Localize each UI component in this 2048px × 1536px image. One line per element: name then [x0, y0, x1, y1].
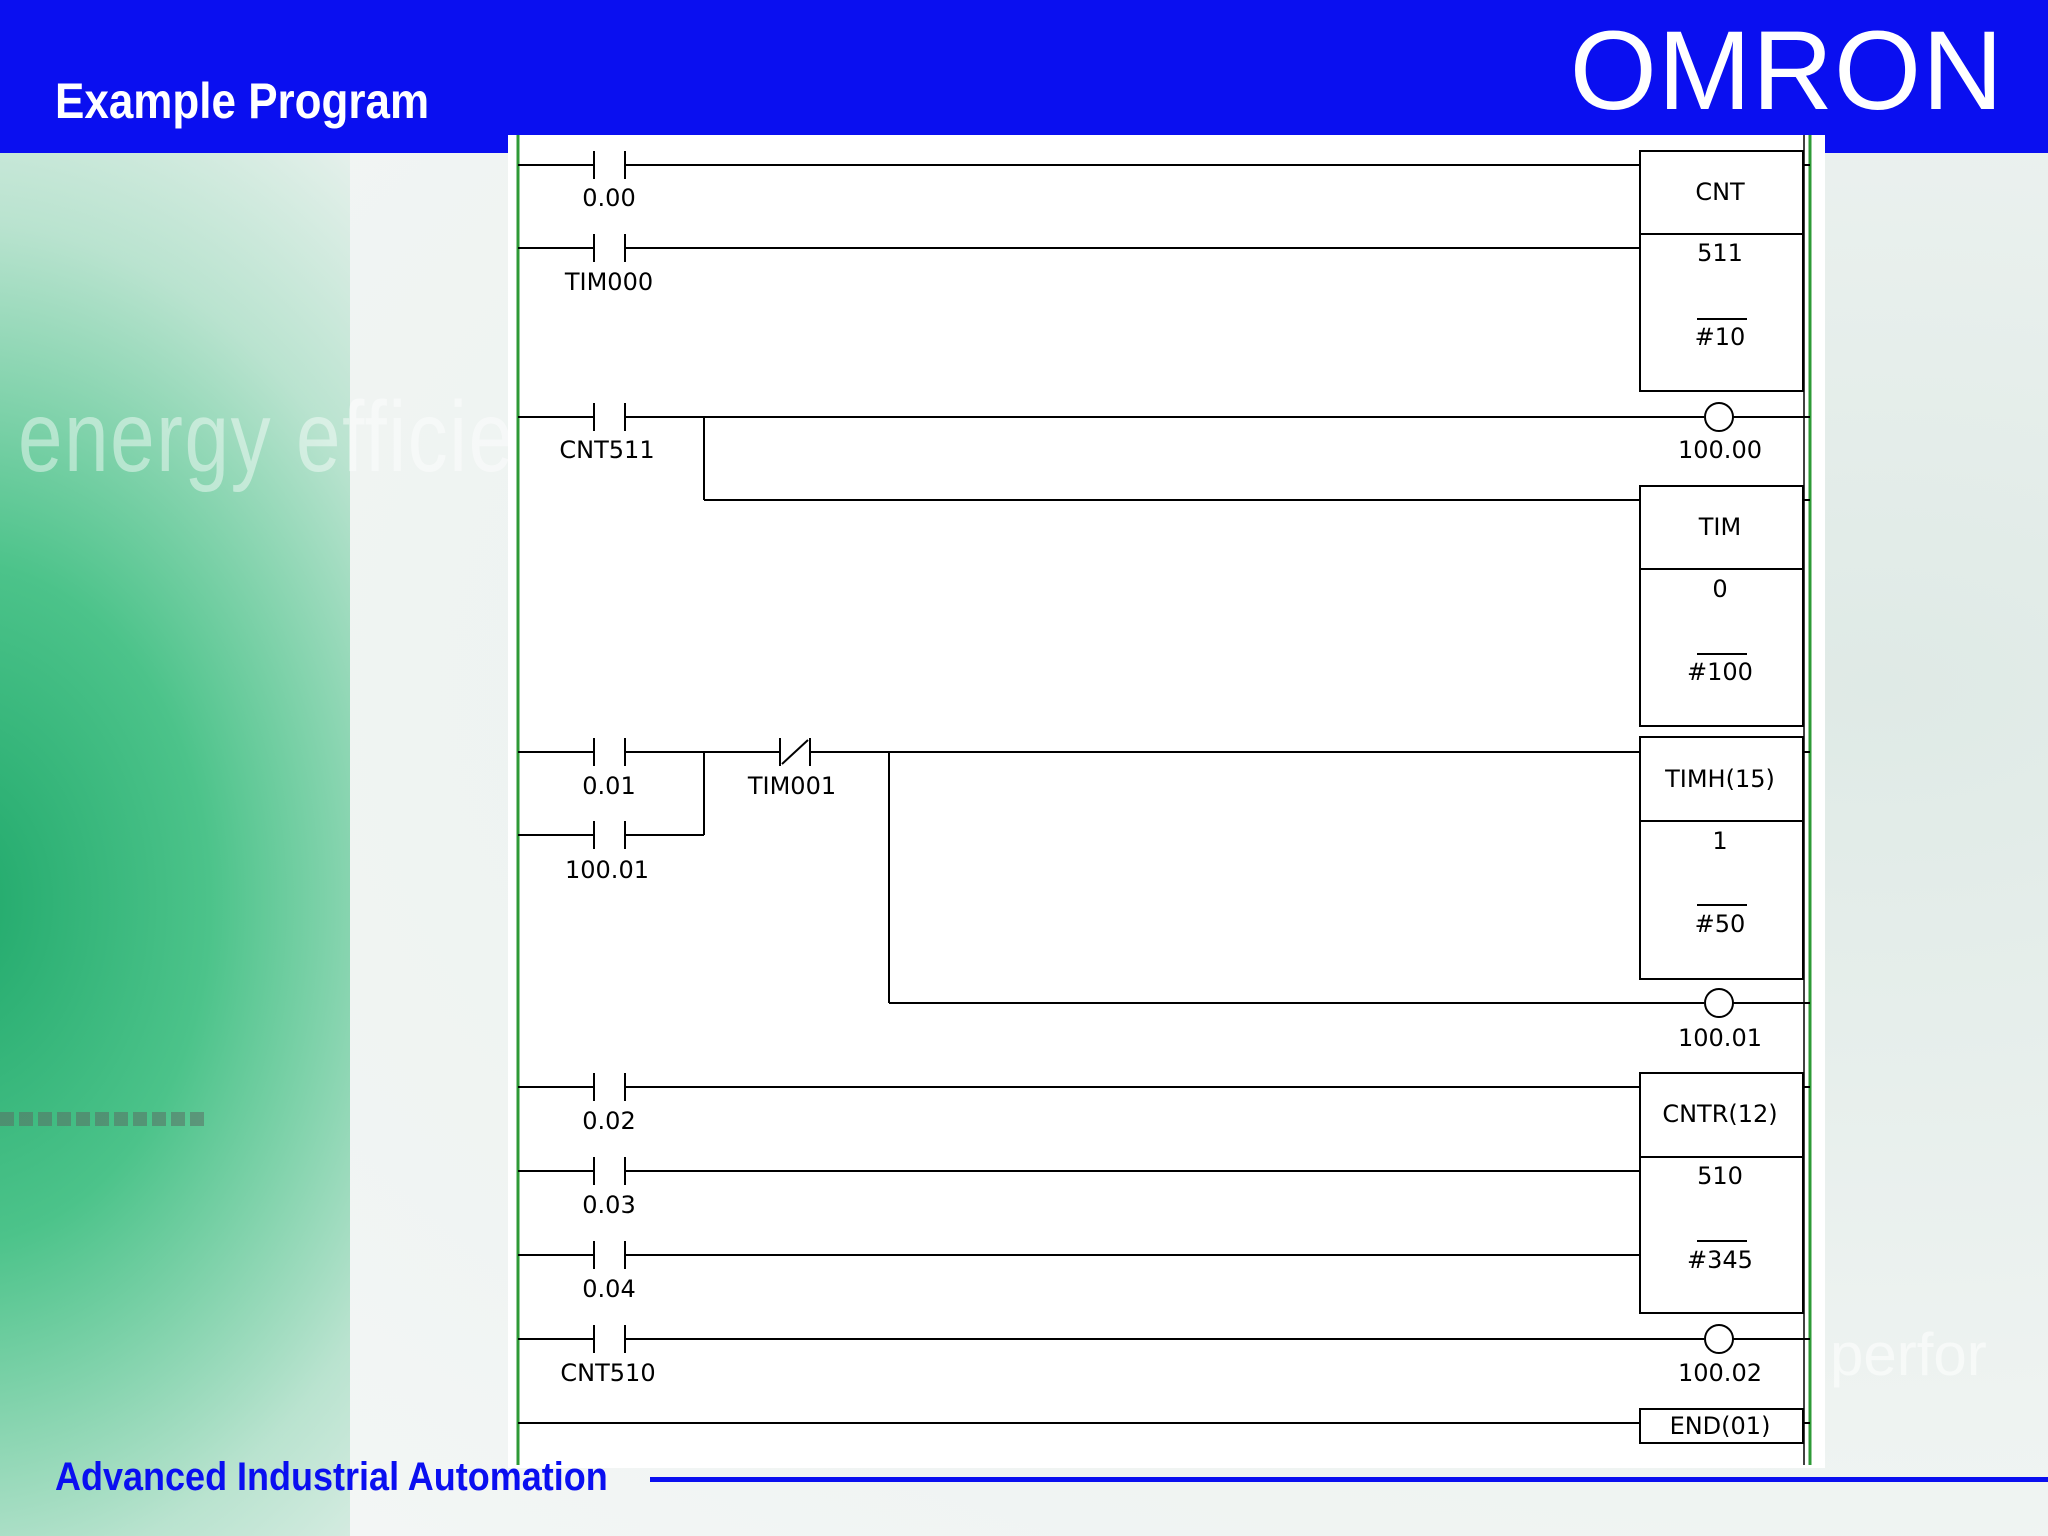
block-number: 511: [1697, 239, 1743, 267]
coil-100-02: [1704, 1324, 1734, 1354]
footer-line: [650, 1477, 2048, 1482]
tim-block: [1639, 485, 1804, 727]
block-name: TIMH(15): [1664, 765, 1775, 793]
block-setting: #345: [1687, 1246, 1753, 1274]
cnt-block: [1639, 150, 1804, 392]
contact-label: 0.02: [582, 1107, 635, 1135]
contact-label: 0.04: [582, 1275, 635, 1303]
block-setting: #10: [1695, 323, 1746, 351]
coil-100-01: [1704, 988, 1734, 1018]
block-number: 1: [1712, 827, 1727, 855]
contact-label: CNT511: [559, 436, 654, 464]
footer-text: Advanced Industrial Automation: [55, 1455, 608, 1499]
cntr-block: [1639, 1072, 1804, 1314]
contact-label: 0.00: [582, 184, 635, 212]
omron-logo: OMRON: [1569, 8, 2004, 133]
block-setting: #50: [1695, 910, 1746, 938]
coil-100-00: [1704, 402, 1734, 432]
coil-label: 100.00: [1678, 436, 1762, 464]
ladder-diagram: 0.00 TIM000 CNT511 0.01 100.01 TIM001 0.…: [516, 135, 1812, 1465]
ladder-diagram-panel: 0.00 TIM000 CNT511 0.01 100.01 TIM001 0.…: [508, 135, 1825, 1468]
dashed-decoration: [0, 1112, 205, 1126]
ghost-watermark-text-2: perfor: [1830, 1321, 1987, 1388]
page-title: Example Program: [55, 73, 430, 129]
block-name: TIM: [1698, 513, 1741, 541]
block-setting: #100: [1687, 658, 1753, 686]
block-name: END(01): [1670, 1412, 1771, 1440]
coil-label: 100.01: [1678, 1024, 1762, 1052]
contact-label: 100.01: [565, 856, 649, 884]
end-block: [1639, 1408, 1804, 1444]
contact-label: CNT510: [560, 1359, 655, 1387]
contact-label: TIM001: [747, 772, 836, 800]
block-name: CNT: [1695, 178, 1745, 206]
timh-block: [1639, 736, 1804, 980]
block-number: 0: [1712, 575, 1727, 603]
contact-label: 0.03: [582, 1191, 635, 1219]
contact-label: 0.01: [582, 772, 635, 800]
coil-label: 100.02: [1678, 1359, 1762, 1387]
header-bar: Example Program OMRON: [0, 0, 2048, 153]
contact-label: TIM000: [564, 268, 653, 296]
block-name: CNTR(12): [1662, 1100, 1777, 1128]
block-number: 510: [1697, 1162, 1743, 1190]
